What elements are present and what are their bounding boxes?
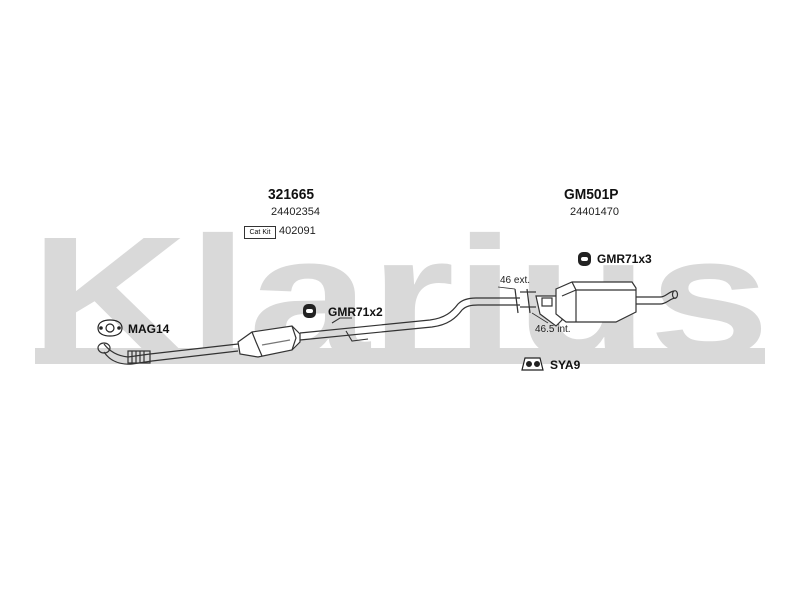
tail-pipe — [636, 290, 679, 305]
catalyst-body — [237, 325, 301, 358]
cat-kit-number: 402091 — [279, 225, 316, 237]
silencer-oe-number: 24401470 — [570, 206, 619, 218]
flex-joint — [127, 350, 151, 364]
catalyst-oe-number: 24402354 — [271, 206, 320, 218]
joint-marker — [497, 286, 549, 324]
mount-rear-label: GMR71x3 — [597, 252, 652, 266]
hanger-bracket — [345, 330, 369, 342]
silencer-part-code: GM501P — [564, 186, 619, 203]
watermark-underline — [35, 348, 765, 364]
rubber-label: SYA9 — [550, 358, 581, 372]
front-pipe — [97, 342, 239, 365]
mid-pipe-lower — [299, 304, 520, 341]
gasket-icon — [97, 319, 123, 337]
rubber-mount-icon — [303, 304, 316, 318]
cat-kit-badge: Cat Kit — [244, 226, 276, 239]
joint-int-note: 46.5 int. — [535, 324, 571, 335]
front-pipe-flange — [97, 342, 111, 354]
rear-silencer — [535, 281, 637, 327]
joint-ext-note: 46 ext. — [500, 275, 531, 286]
rubber-mount-icon — [578, 252, 591, 266]
gasket-label: MAG14 — [128, 322, 170, 336]
mid-pipe — [299, 297, 520, 342]
rubber-hanger-icon — [521, 357, 544, 371]
mid-pipe-upper — [299, 297, 520, 334]
mount-front-label: GMR71x2 — [328, 305, 383, 319]
catalyst-part-code: 321665 — [268, 186, 315, 203]
